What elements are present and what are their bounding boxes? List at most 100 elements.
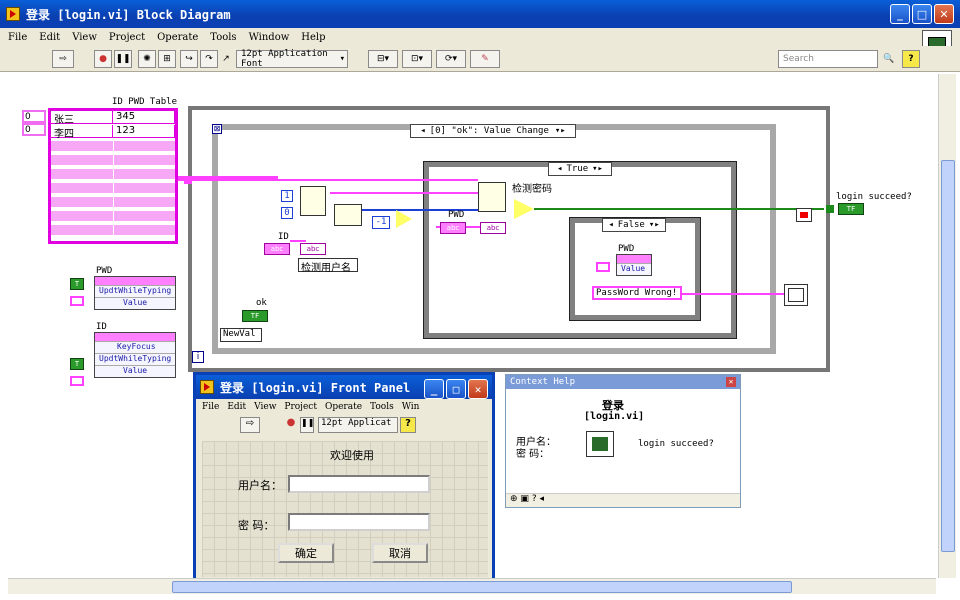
menu-edit[interactable]: Edit bbox=[39, 31, 61, 43]
username-field[interactable] bbox=[288, 475, 430, 493]
ch-detail-icon[interactable]: ▣ bbox=[520, 494, 529, 504]
numeric-constant[interactable]: 1 bbox=[281, 190, 293, 202]
step-over-icon[interactable]: ↷ bbox=[200, 50, 218, 68]
prev-case-icon[interactable]: ◂ bbox=[608, 220, 614, 230]
fp-menu-tools[interactable]: Tools bbox=[370, 402, 394, 412]
ok-terminal[interactable]: TF bbox=[242, 310, 268, 322]
align-objects-icon[interactable]: ⊟▾ bbox=[368, 50, 398, 68]
id-pwd-table[interactable]: 张三 345 李四 123 bbox=[48, 108, 178, 244]
next-case-icon[interactable]: ▾▸ bbox=[554, 126, 566, 136]
menu-file[interactable]: File bbox=[8, 31, 28, 43]
vertical-scroll-thumb[interactable] bbox=[941, 160, 955, 552]
pwd-value-prop[interactable]: Value bbox=[617, 263, 651, 275]
menu-project[interactable]: Project bbox=[108, 31, 146, 43]
ch-help-icon[interactable]: ? bbox=[531, 494, 537, 504]
string-conversion-node[interactable]: abc bbox=[300, 243, 326, 255]
fp-minimize-button[interactable]: _ bbox=[424, 379, 444, 399]
wrong-msg-constant[interactable]: PassWord Wrong! bbox=[592, 286, 682, 300]
id-property-node[interactable]: KeyFocus UpdtWhileTyping Value bbox=[94, 332, 176, 378]
equal-icon[interactable] bbox=[514, 199, 534, 219]
table-row-index[interactable]: 0 bbox=[22, 110, 46, 123]
vertical-scrollbar[interactable] bbox=[938, 74, 956, 578]
fp-menu-file[interactable]: File bbox=[202, 402, 220, 412]
table-cell[interactable]: 123 bbox=[113, 125, 175, 138]
value-prop[interactable]: Value bbox=[95, 365, 175, 377]
fp-menu-operate[interactable]: Operate bbox=[324, 402, 363, 412]
search-icon[interactable]: 🔍 bbox=[883, 54, 895, 64]
empty-string-constant[interactable] bbox=[70, 376, 84, 386]
empty-string-constant[interactable] bbox=[70, 296, 84, 306]
updtwhiletyping-prop[interactable]: UpdtWhileTyping bbox=[95, 353, 175, 365]
fp-font-dropdown[interactable]: 12pt Applicat bbox=[318, 417, 398, 433]
step-into-icon[interactable]: ↪ bbox=[180, 50, 198, 68]
step-out-icon[interactable]: ↗ bbox=[222, 54, 230, 64]
close-button[interactable]: ✕ bbox=[934, 4, 954, 24]
cleanup-diagram-icon[interactable]: ✎ bbox=[470, 50, 500, 68]
prev-case-icon[interactable]: ◂ bbox=[420, 126, 426, 136]
highlight-bulb-icon[interactable]: ✺ bbox=[138, 50, 156, 68]
ok-button[interactable]: 确定 bbox=[278, 543, 334, 563]
front-panel-window[interactable]: 登录 [login.vi] Front Panel _ □ ✕ File Edi… bbox=[193, 372, 495, 584]
fp-maximize-button[interactable]: □ bbox=[446, 379, 466, 399]
fp-close-button[interactable]: ✕ bbox=[468, 379, 488, 399]
fp-menu-window[interactable]: Win bbox=[401, 402, 420, 412]
menu-help[interactable]: Help bbox=[301, 31, 326, 43]
pwd-property-node[interactable]: Value bbox=[616, 254, 652, 276]
abort-icon[interactable]: ● bbox=[94, 50, 112, 68]
numeric-constant[interactable]: 0 bbox=[281, 207, 293, 219]
while-loop[interactable] bbox=[188, 106, 830, 372]
newval-node[interactable]: NewVal bbox=[220, 328, 262, 342]
menu-tools[interactable]: Tools bbox=[210, 31, 237, 43]
pwd-terminal[interactable]: abc bbox=[440, 222, 466, 234]
keyfocus-prop[interactable]: KeyFocus bbox=[95, 341, 175, 353]
menu-window[interactable]: Window bbox=[248, 31, 290, 43]
value-prop[interactable]: Value bbox=[95, 297, 175, 309]
pwd-conversion-node[interactable]: abc bbox=[480, 222, 506, 234]
menu-operate[interactable]: Operate bbox=[157, 31, 199, 43]
context-help-window[interactable]: Context Help✕ 登录 [login.vi] 用户名： 密 码： lo… bbox=[505, 374, 741, 508]
table-cell[interactable]: 李四 bbox=[51, 125, 113, 140]
fp-run-arrow-icon[interactable]: ⇨ bbox=[240, 417, 260, 433]
ch-lock-icon[interactable]: ⊕ bbox=[510, 494, 518, 504]
not-equal-icon[interactable] bbox=[396, 210, 412, 228]
tf-constant[interactable]: T bbox=[70, 278, 84, 290]
next-case-icon[interactable]: ▾▸ bbox=[592, 164, 603, 174]
id-terminal[interactable]: abc bbox=[264, 243, 290, 255]
numeric-constant[interactable]: -1 bbox=[372, 216, 390, 229]
search-input[interactable]: Search bbox=[778, 50, 878, 68]
horizontal-scroll-thumb[interactable] bbox=[172, 581, 792, 593]
table-cell[interactable]: 345 bbox=[113, 111, 175, 124]
ch-scroll-left-icon[interactable]: ◂ bbox=[539, 494, 544, 504]
fp-pause-icon[interactable]: ❚❚ bbox=[300, 417, 314, 433]
distribute-objects-icon[interactable]: ⊡▾ bbox=[402, 50, 432, 68]
table-col-index[interactable]: 0 bbox=[22, 123, 46, 136]
fp-menu-edit[interactable]: Edit bbox=[227, 402, 247, 412]
prev-case-icon[interactable]: ◂ bbox=[557, 164, 563, 174]
one-button-dialog-icon[interactable] bbox=[784, 284, 808, 306]
login-terminal[interactable]: TF bbox=[838, 203, 864, 215]
tf-constant[interactable]: T bbox=[70, 358, 84, 370]
fp-panel-grid[interactable] bbox=[202, 441, 488, 577]
search-array-node[interactable] bbox=[334, 204, 362, 226]
horizontal-scrollbar[interactable] bbox=[8, 578, 936, 594]
updtwhiletyping-prop[interactable]: UpdtWhileTyping bbox=[95, 285, 175, 297]
help-icon[interactable]: ? bbox=[902, 50, 920, 68]
fp-menu-project[interactable]: Project bbox=[284, 402, 317, 412]
maximize-button[interactable]: □ bbox=[912, 4, 932, 24]
fp-help-icon[interactable]: ? bbox=[400, 417, 416, 433]
stop-condition-icon[interactable] bbox=[796, 208, 812, 222]
table-cell[interactable]: 张三 bbox=[51, 111, 113, 126]
fp-abort-icon[interactable]: ● bbox=[286, 417, 296, 428]
true-case-selector[interactable]: ◂True▾▸ bbox=[548, 162, 612, 176]
cancel-button[interactable]: 取消 bbox=[372, 543, 428, 563]
empty-string-constant[interactable] bbox=[596, 262, 610, 272]
false-case-selector[interactable]: ◂False▾▸ bbox=[602, 218, 666, 232]
index-array-pwd-node[interactable] bbox=[478, 182, 506, 212]
fp-menu-view[interactable]: View bbox=[254, 402, 277, 412]
pause-icon[interactable]: ❚❚ bbox=[114, 50, 132, 68]
reorder-icon[interactable]: ⟳▾ bbox=[436, 50, 466, 68]
menu-view[interactable]: View bbox=[72, 31, 97, 43]
run-arrow-icon[interactable]: ⇨ bbox=[52, 50, 74, 68]
retain-wire-icon[interactable]: ⊞ bbox=[158, 50, 176, 68]
minimize-button[interactable]: _ bbox=[890, 4, 910, 24]
